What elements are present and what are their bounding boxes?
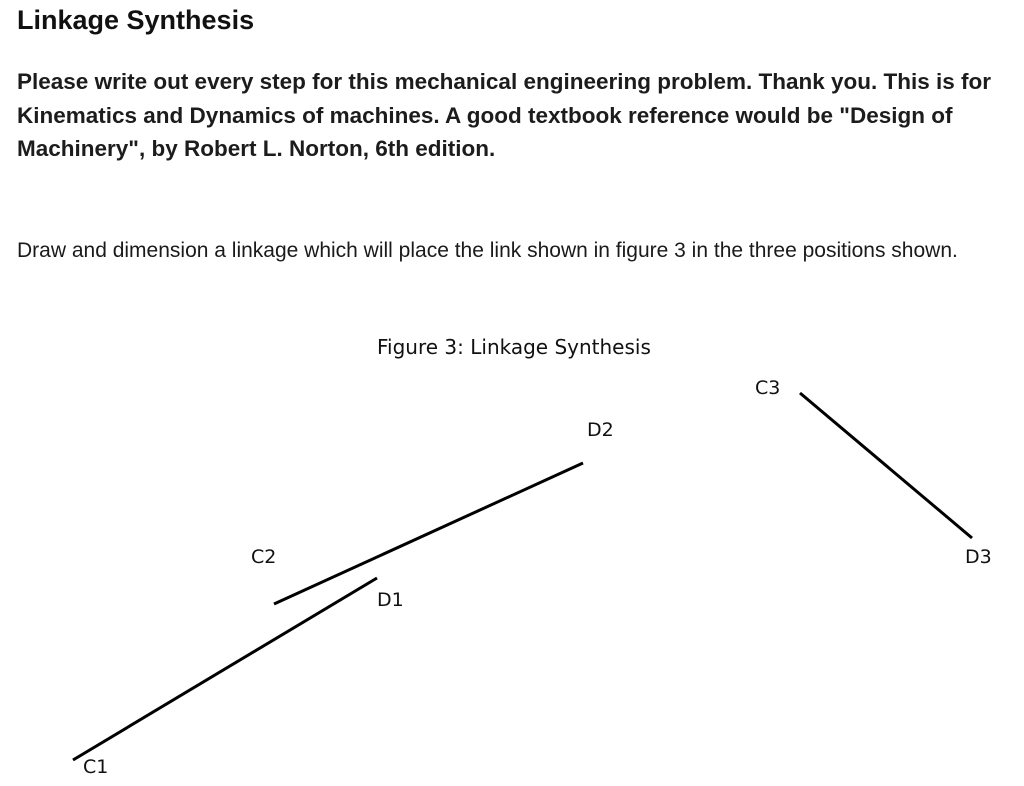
label-c2: C2: [251, 546, 277, 568]
intro-paragraph: Please write out every step for this mec…: [17, 69, 992, 161]
label-c1: C1: [83, 756, 109, 778]
link-position-1: [72, 576, 378, 762]
link-position-3: [799, 391, 973, 540]
label-d3: D3: [965, 546, 992, 568]
problem-statement: Draw and dimension a linkage which will …: [17, 239, 958, 262]
link-position-2: [273, 461, 584, 606]
label-d1: D1: [377, 589, 404, 611]
figure-caption: Figure 3: Linkage Synthesis: [377, 335, 651, 359]
label-c3: C3: [755, 377, 781, 399]
page-title: Linkage Synthesis: [17, 5, 255, 35]
label-d2: D2: [587, 419, 614, 441]
